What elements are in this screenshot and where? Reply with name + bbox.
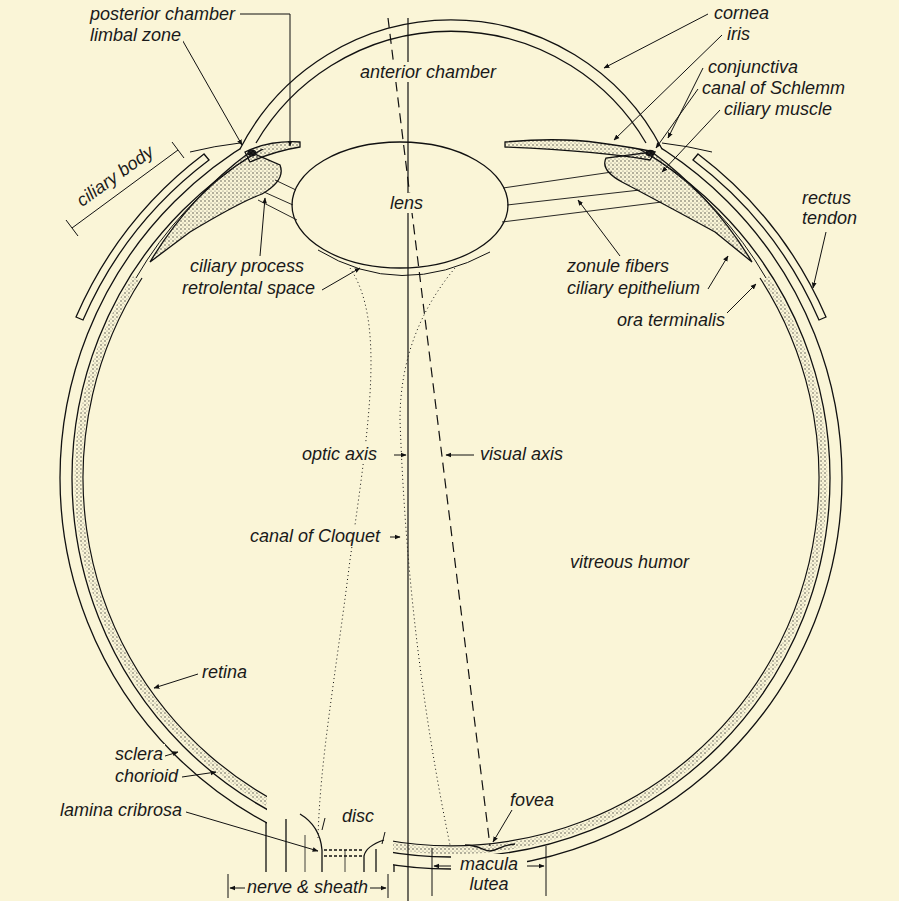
part-label: zonule fibers: [565, 256, 671, 276]
part-label: conjunctiva: [706, 57, 800, 77]
part-label: fovea: [508, 790, 556, 810]
part-label: lens: [388, 193, 425, 213]
part-label: cornea: [712, 3, 771, 23]
part-label: chorioid: [113, 766, 180, 786]
part-label: ciliary process: [188, 256, 306, 276]
part-label: sclera: [113, 744, 165, 764]
part-label: ciliary muscle: [722, 99, 834, 119]
part-label: ciliary body: [71, 140, 159, 211]
part-label: retina: [200, 662, 249, 682]
part-label: disc: [340, 806, 376, 826]
part-label: canal of Cloquet: [248, 526, 382, 546]
part-label: ora terminalis: [615, 310, 727, 330]
part-label: macula lutea: [451, 854, 527, 894]
part-label: iris: [725, 24, 752, 44]
part-label: ciliary epithelium: [565, 278, 702, 298]
part-label: nerve & sheath: [245, 877, 370, 897]
part-label: limbal zone: [88, 25, 183, 45]
part-label: lamina cribrosa: [58, 800, 184, 820]
part-label: rectus tendon: [800, 188, 874, 228]
part-label: optic axis: [300, 444, 379, 464]
part-label: posterior chamber: [88, 4, 237, 24]
part-label: vitreous humor: [568, 552, 691, 572]
part-label: retrolental space: [180, 278, 317, 298]
part-label: canal of Schlemm: [700, 78, 847, 98]
part-label: anterior chamber: [358, 62, 498, 82]
part-label: visual axis: [478, 444, 565, 464]
